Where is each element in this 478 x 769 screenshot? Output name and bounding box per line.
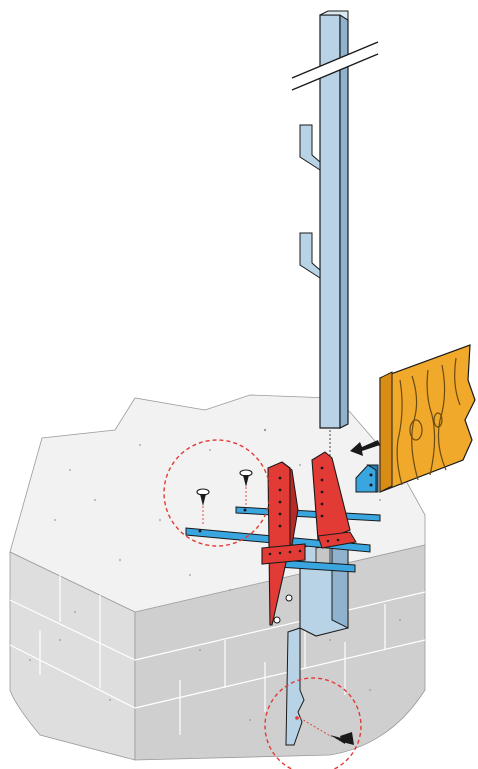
direction-arrow-icon: [350, 440, 380, 456]
post-tab-upper: [299, 124, 321, 171]
base-post-icon: [299, 539, 349, 637]
wood-plank-icon: [379, 344, 476, 493]
break-line-icon: [291, 41, 379, 91]
red-bracket-icon: [261, 451, 357, 626]
block-seams: [9, 575, 426, 735]
concrete-left-face: [9, 551, 136, 761]
post-tab-lower: [299, 232, 321, 279]
concrete-front-face: [134, 544, 426, 761]
wood-grain: [396, 357, 461, 486]
anchor-rod-icon: [285, 627, 305, 746]
detail-circle-icon: [163, 439, 362, 769]
screw-icon: [196, 469, 354, 745]
steel-post-icon: [299, 10, 349, 498]
concrete-speckles: [29, 428, 401, 721]
blue-clip-icon: [355, 464, 379, 493]
